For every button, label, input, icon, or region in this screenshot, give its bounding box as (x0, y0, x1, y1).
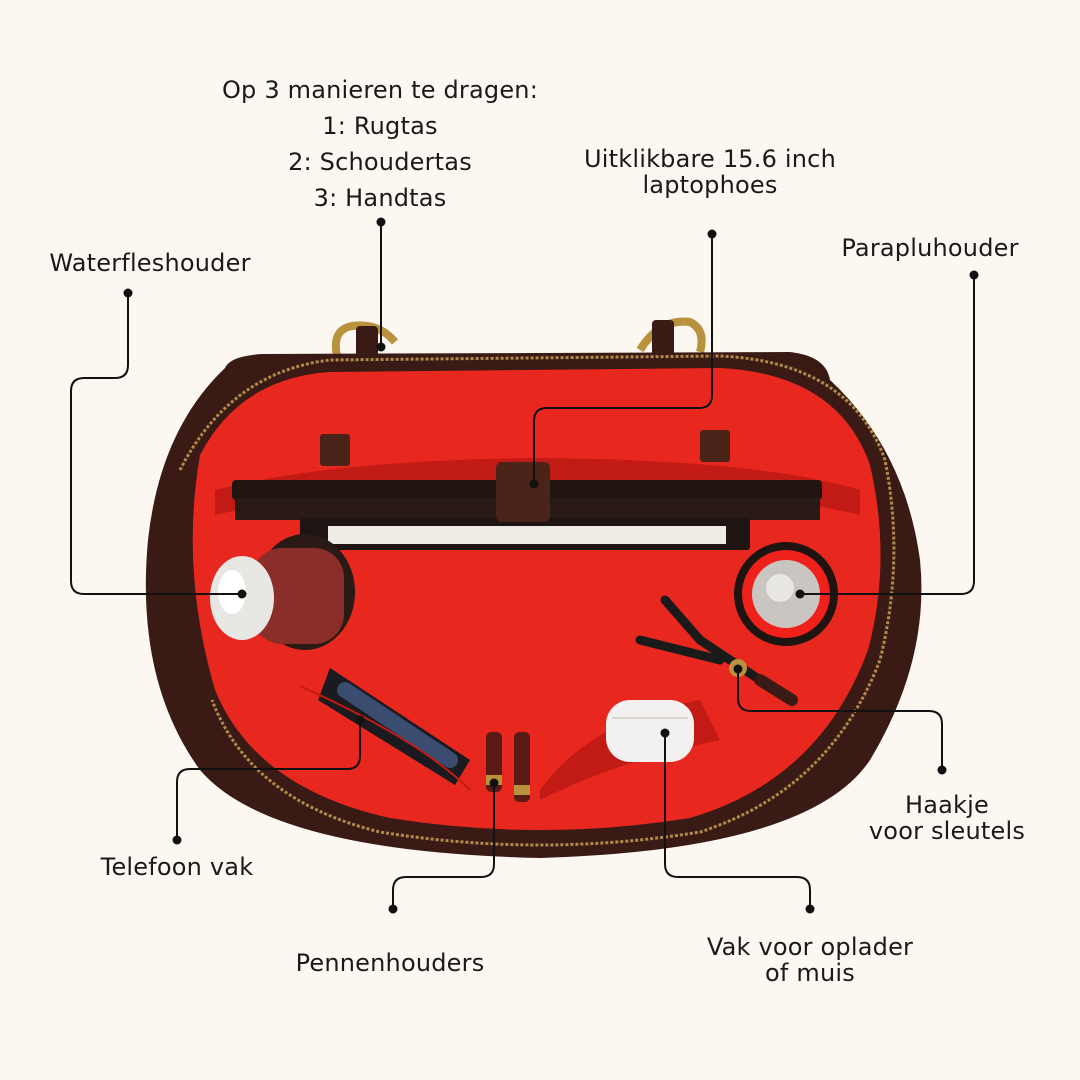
dot-carry-bottom (376, 342, 386, 352)
leader-charger (664, 733, 811, 907)
label-charger-pocket: Vak voor oplader of muis (680, 934, 940, 986)
dot-umbrella-top (969, 270, 979, 280)
label-water-bottle-holder: Waterfleshouder (20, 250, 280, 276)
leader-dots (123, 217, 979, 914)
dot-pens-start (489, 778, 499, 788)
label-phone-pocket: Telefoon vak (67, 854, 287, 880)
phone-line-1: Telefoon vak (100, 853, 254, 881)
dot-phone-end (172, 835, 182, 845)
dot-phone-start (355, 715, 365, 725)
dot-water-end (237, 589, 247, 599)
carry-option-1: 1: Rugtas (322, 112, 438, 140)
label-pen-holders: Pennenhouders (270, 950, 510, 976)
leader-lines (70, 222, 975, 907)
charger-line-2: of muis (765, 959, 855, 987)
leader-laptop (533, 234, 713, 482)
pens-line-1: Pennenhouders (295, 949, 485, 977)
umbrella-line-1: Parapluhouder (841, 234, 1019, 262)
label-key-hook: Haakje voor sleutels (832, 792, 1062, 844)
umbrella (734, 542, 838, 646)
phone (299, 668, 471, 791)
pens (486, 732, 530, 802)
charger-line-1: Vak voor oplader (706, 933, 914, 961)
dot-pens-end (388, 904, 398, 914)
dot-keys-end (937, 765, 947, 775)
water-line-1: Waterfleshouder (49, 249, 251, 277)
laptop-sleeve (232, 430, 822, 550)
dot-keys-start (733, 664, 743, 674)
dot-charger-start (660, 728, 670, 738)
label-umbrella-holder: Parapluhouder (810, 235, 1050, 261)
label-carry-options: Op 3 manieren te dragen: 1: Rugtas 2: Sc… (200, 72, 560, 216)
laptop-line-2: laptophoes (642, 171, 778, 199)
leader-umbrella (800, 275, 975, 595)
carry-option-3: 3: Handtas (313, 184, 447, 212)
keys-line-1: Haakje (905, 791, 989, 819)
charger (540, 700, 720, 800)
label-laptop-sleeve: Uitklikbare 15.6 inch laptophoes (560, 146, 860, 198)
bag (145, 317, 922, 858)
dot-umbrella-end (795, 589, 805, 599)
leader-keys (737, 669, 943, 768)
leader-phone (176, 720, 361, 838)
leader-water (70, 293, 242, 595)
carry-option-2: 2: Schoudertas (288, 148, 472, 176)
dot-laptop-top (707, 229, 717, 239)
dot-water-top (123, 288, 133, 298)
brass-ring-right (636, 317, 706, 360)
carry-heading: Op 3 manieren te dragen: (221, 76, 539, 104)
keys-line-2: voor sleutels (868, 817, 1026, 845)
laptop-line-1: Uitklikbare 15.6 inch (583, 145, 836, 173)
dot-carry-top (376, 217, 386, 227)
dot-charger-end (805, 904, 815, 914)
leader-pens (392, 783, 495, 907)
dot-laptop-bottom (529, 479, 539, 489)
